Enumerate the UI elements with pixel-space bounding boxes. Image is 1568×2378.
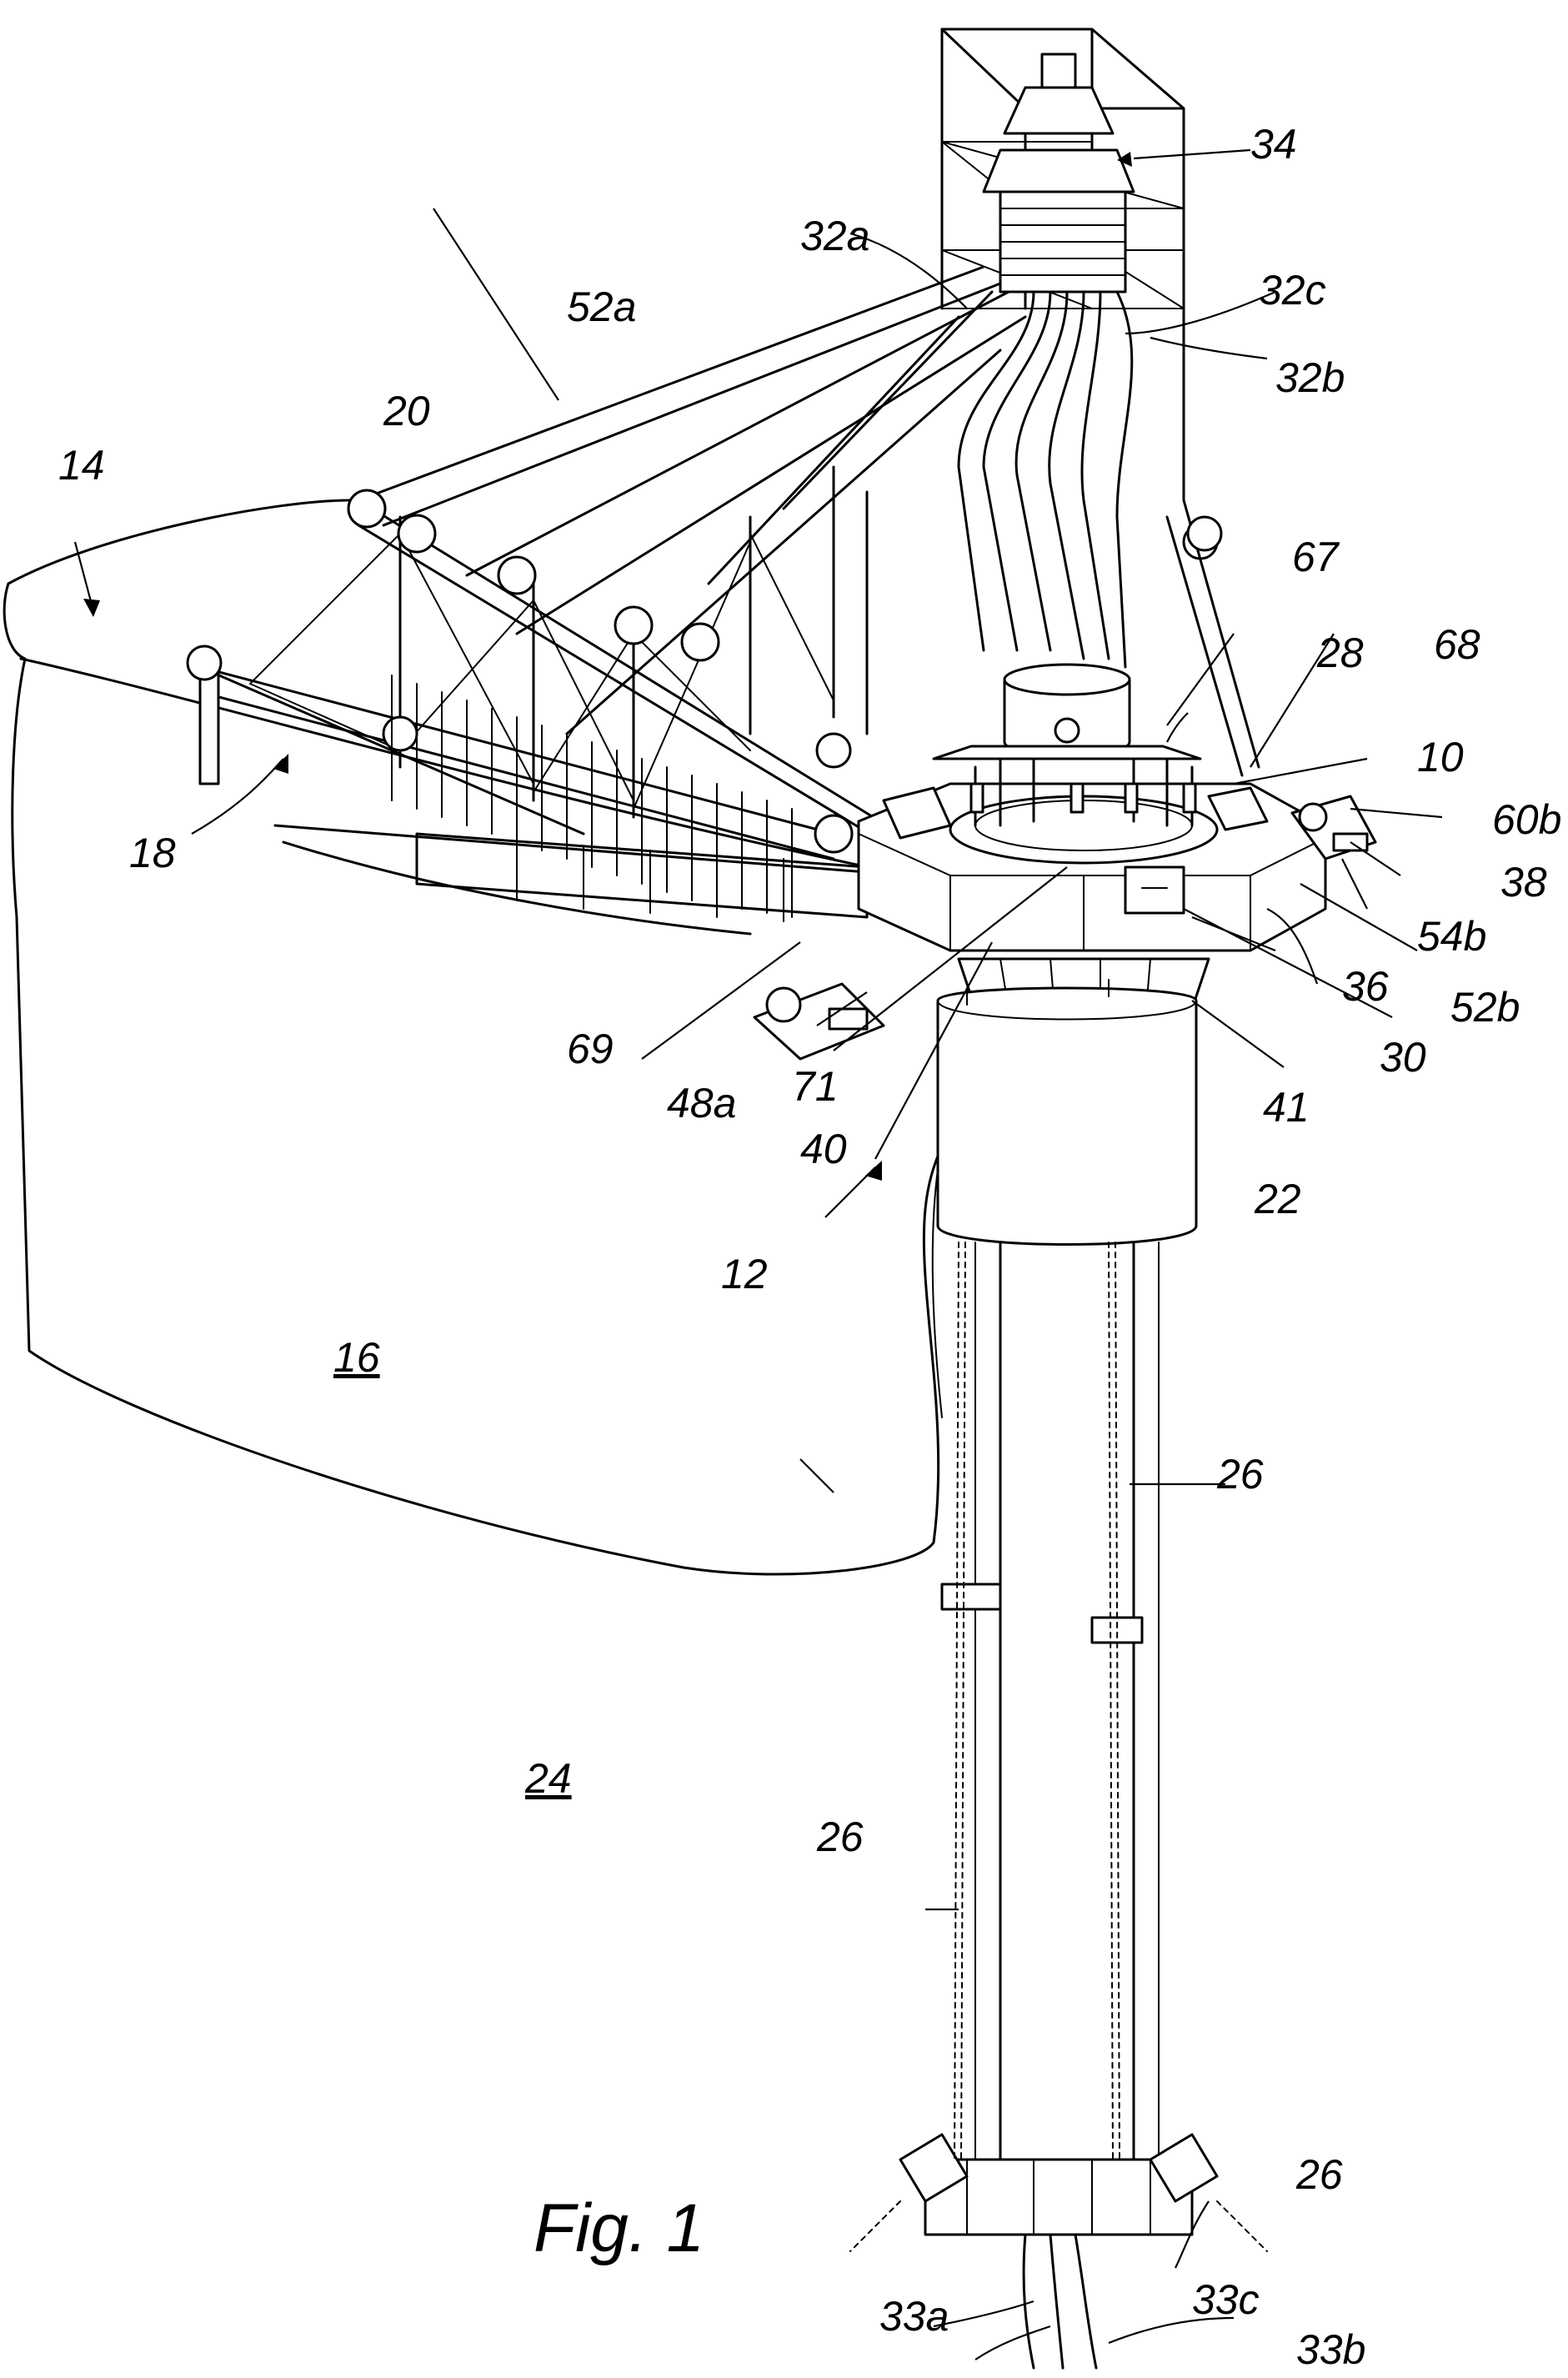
label-18: 18 [129, 830, 176, 876]
tower [940, 28, 1260, 777]
label-69: 69 [567, 1026, 614, 1072]
label-34: 34 [1250, 121, 1297, 168]
label-52a: 52a [567, 283, 636, 330]
label-26-lower: 26 [1295, 2151, 1343, 2198]
label-71: 71 [792, 1063, 839, 1110]
label-68: 68 [1434, 621, 1480, 668]
label-67: 67 [1292, 534, 1340, 580]
label-52b: 52b [1450, 984, 1520, 1031]
label-16: 16 [333, 1334, 380, 1381]
label-54b: 54b [1417, 913, 1486, 960]
label-12: 12 [721, 1251, 768, 1297]
label-32a: 32a [800, 213, 869, 259]
label-60b: 60b [1492, 796, 1561, 843]
label-33b: 33b [1296, 2326, 1365, 2373]
label-26-middle: 26 [816, 1814, 864, 1860]
label-48a: 48a [667, 1080, 736, 1126]
reference-labels: 34 32a 32c 32b 52a 20 14 67 28 68 10 60b… [58, 121, 1561, 2373]
label-40: 40 [800, 1126, 847, 1172]
label-10: 10 [1417, 734, 1464, 780]
figure-caption: Fig. 1 [534, 2190, 704, 2266]
label-28: 28 [1316, 630, 1364, 676]
label-24: 24 [524, 1755, 572, 1802]
label-33a: 33a [879, 2293, 949, 2340]
riser-column [899, 1241, 1219, 2370]
turret-assembly [753, 663, 1377, 1061]
label-32c: 32c [1259, 267, 1326, 314]
mooring-chains [849, 1242, 1268, 2252]
label-32b: 32b [1275, 354, 1345, 401]
leader-lines [73, 148, 1443, 2360]
truss-boom [186, 265, 1219, 918]
label-14: 14 [58, 442, 105, 489]
label-30: 30 [1380, 1034, 1426, 1081]
label-33c: 33c [1192, 2276, 1260, 2323]
label-22: 22 [1254, 1176, 1301, 1222]
label-26-upper: 26 [1216, 1451, 1264, 1498]
label-38: 38 [1500, 859, 1547, 906]
label-41: 41 [1263, 1084, 1310, 1131]
label-36: 36 [1342, 963, 1389, 1010]
label-20: 20 [383, 388, 430, 434]
buoy [936, 957, 1210, 1246]
